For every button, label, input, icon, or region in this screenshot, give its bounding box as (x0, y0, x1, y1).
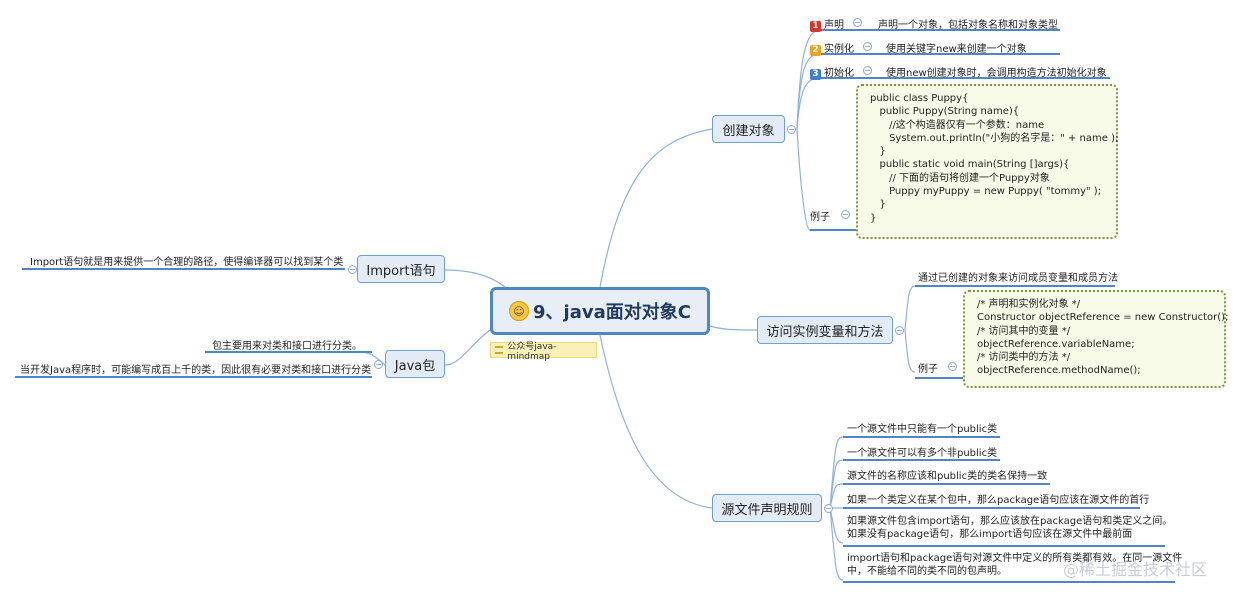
priority-2-icon: 2 (810, 45, 821, 56)
collapse-toggle-icon[interactable]: − (863, 66, 872, 75)
package-item: 当开发Java程序时，可能编写成百上千的类，因此很有必要对类和接口进行分类 (20, 365, 372, 376)
note-label: 公众号java-mindmap (507, 341, 557, 362)
topic-label: 访问实例变量和方法 (766, 324, 884, 340)
note-box[interactable]: 公众号java-mindmap (490, 342, 597, 362)
topic-label: Import语句 (366, 263, 436, 279)
rule-item: 一个源文件可以有多个非public类 (847, 448, 998, 459)
subtopic-example[interactable]: 例子 (918, 364, 938, 375)
topic-label: 创建对象 (722, 123, 775, 139)
code-example-puppy: public class Puppy{ public Puppy(String … (856, 84, 1118, 239)
subtopic-label: 初始化 (824, 68, 854, 79)
subtopic-example[interactable]: 例子 (810, 212, 830, 223)
collapse-toggle-icon[interactable]: − (348, 265, 357, 274)
access-desc: 通过已创建的对象来访问成员变量和成员方法 (918, 273, 1118, 284)
rule-item: 如果源文件包含import语句，那么应该放在package语句和类定义之间。 如… (847, 516, 1173, 540)
collapse-toggle-icon[interactable]: − (824, 504, 833, 513)
topic-label: 源文件声明规则 (721, 502, 813, 518)
topic-import-statement[interactable]: Import语句 (357, 255, 445, 283)
smiley-icon: ☺ (509, 301, 530, 321)
declare-desc: 声明一个对象，包括对象名称和对象类型 (878, 20, 1058, 31)
topic-create-object[interactable]: 创建对象 (712, 115, 785, 143)
collapse-toggle-icon[interactable]: − (787, 125, 796, 134)
collapse-toggle-icon[interactable]: − (895, 326, 904, 335)
package-item: 包主要用来对类和接口进行分类。 (212, 341, 362, 352)
topic-access-members[interactable]: 访问实例变量和方法 (757, 316, 893, 344)
topic-source-file-rules[interactable]: 源文件声明规则 (712, 494, 822, 522)
collapse-toggle-icon[interactable]: − (863, 42, 872, 51)
central-topic-label: 9、java面对对象C (533, 302, 691, 323)
collapse-toggle-icon[interactable]: − (841, 210, 850, 219)
instantiate-desc: 使用关键字new来创建一个对象 (886, 44, 1027, 55)
rule-item: 如果一个类定义在某个包中，那么package语句应该在源文件的首行 (847, 495, 1150, 506)
code-example-access: /* 声明和实例化对象 */ Constructor objectReferen… (963, 290, 1228, 388)
collapse-toggle-icon[interactable]: − (374, 360, 383, 369)
topic-label: Java包 (394, 358, 436, 374)
topic-java-package[interactable]: Java包 (385, 350, 445, 378)
rule-item: 源文件的名称应该和public类的类名保持一致 (847, 471, 1048, 482)
subtopic-label: 声明 (824, 20, 844, 31)
collapse-toggle-icon[interactable]: − (948, 362, 957, 371)
subtopic-label: 实例化 (824, 44, 854, 55)
initialize-desc: 使用new创建对象时，会调用构造方法初始化对象 (886, 68, 1107, 79)
central-topic[interactable]: ☺ 9、java面对对象C (490, 287, 710, 335)
priority-1-icon: 1 (810, 21, 821, 32)
priority-3-icon: 3 (810, 69, 821, 80)
collapse-toggle-icon[interactable]: − (853, 18, 862, 27)
import-desc: Import语句就是用来提供一个合理的路径，使得编译器可以找到某个类 (30, 257, 344, 268)
rule-item: 一个源文件中只能有一个public类 (847, 424, 998, 435)
watermark-text: @稀土掘金技术社区 (1063, 560, 1208, 579)
rule-item: import语句和package语句对源文件中定义的所有类都有效。在同一源文件 … (847, 553, 1183, 577)
note-icon (495, 346, 504, 354)
